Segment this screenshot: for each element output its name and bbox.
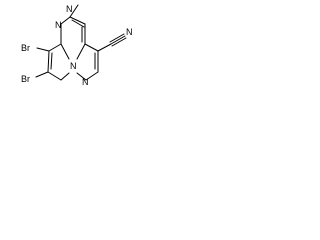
atom-label-n-center: N: [70, 61, 77, 71]
bond-left-upper: [48, 43, 62, 52]
bond-br-lower: [35, 71, 49, 78]
bond-nitrile-link: [97, 43, 112, 52]
bond-lower-center: [60, 72, 70, 81]
bond-nitrile-triple-1: [110, 35, 126, 45]
bond-c2-n-right: [69, 16, 86, 25]
bond-right-to-center: [76, 43, 86, 60]
bond-br-upper: [36, 47, 50, 52]
molecule-structure: N N N N N Br Br: [21, 4, 133, 87]
bond-nitrile-triple-2: [111, 37, 127, 47]
bond-right-center: [76, 72, 87, 81]
bond-left-to-center: [60, 43, 70, 60]
bond-left-side-double: [50, 52, 53, 70]
atom-label-br-lower: Br: [21, 74, 30, 84]
atom-label-n-top: N: [66, 4, 73, 14]
bond-right-lower: [85, 71, 99, 81]
bond-right-upper: [84, 43, 99, 52]
bond-group: [35, 4, 127, 81]
methyl-bond: [69, 4, 79, 18]
bond-c2-n-right-double: [71, 19, 85, 28]
atom-label-br-upper: Br: [21, 43, 30, 53]
bond-left-side: [47, 50, 50, 73]
bond-nitrile-triple-3: [109, 33, 125, 43]
atom-label-n-right: N: [82, 77, 89, 87]
bond-left-lower: [47, 71, 62, 81]
atom-label-n-nitrile: N: [126, 27, 133, 37]
atom-label-n-left: N: [55, 20, 62, 30]
structure-canvas: N N N N N Br Br: [0, 0, 138, 116]
bond-c2-n: [60, 16, 71, 25]
